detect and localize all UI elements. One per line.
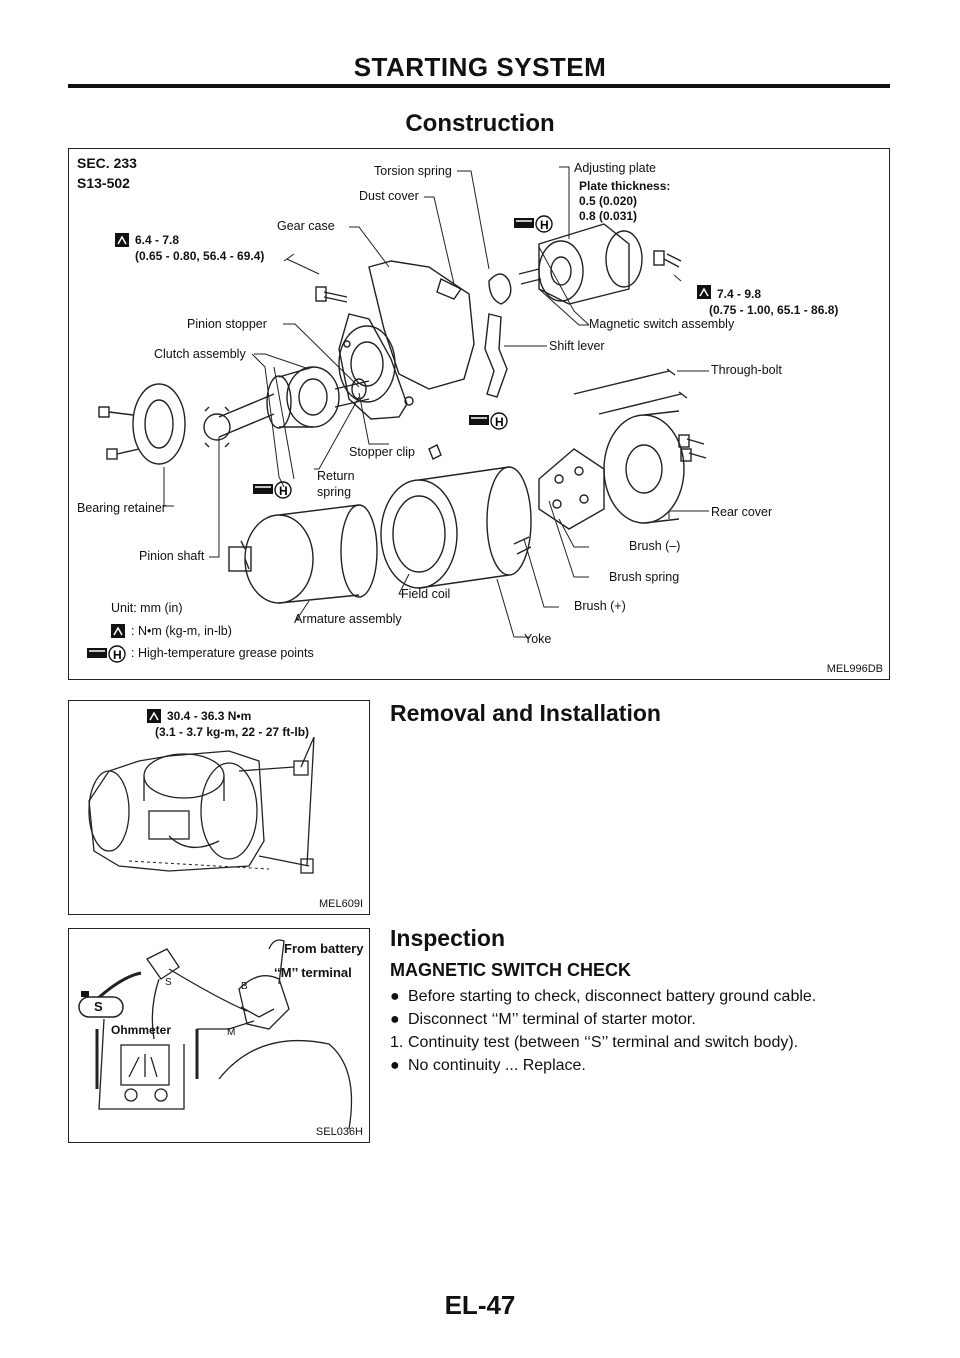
label-ohmmeter: Ohmmeter [111,1023,172,1037]
label-return-spring-line1: Return [317,469,355,483]
removal-figure: 30.4 - 36.3 N•m (3.1 - 3.7 kg-m, 22 - 27… [68,700,370,915]
grease-point-icon: H [514,215,554,233]
label-brush-minus: Brush (–) [629,539,681,553]
grease-point-icon: H [469,412,509,430]
figure-code: S13-502 [77,175,130,191]
legend-grease-icon: H [87,645,127,663]
inspection-subtitle: MAGNETIC SWITCH CHECK [390,960,631,980]
torque-value-1: 6.4 - 7.8 [135,233,180,247]
legend-grease: : High-temperature grease points [131,646,314,660]
label-b-terminal: B [241,981,248,992]
label-clutch-assembly: Clutch assembly [154,347,246,361]
svg-text:H: H [279,484,288,498]
magnetic-switch-test-drawing [78,939,353,1130]
list-item: ● Disconnect ‘‘M’’ terminal of starter m… [390,1008,910,1031]
label-magnetic-switch: Magnetic switch assembly [589,317,735,331]
gear-case-shape [338,313,408,420]
legend-unit: Unit: mm (in) [111,601,183,615]
label-bearing-retainer: Bearing retainer [77,501,166,515]
plate-thickness-value-1: 0.5 (0.020) [579,194,638,208]
svg-text:H: H [495,415,504,429]
page-header-title: STARTING SYSTEM [353,52,607,82]
label-m-terminal: ‘‘M’’ terminal [274,965,352,980]
legend-torque: : N•m (kg-m, in-lb) [131,624,232,638]
removal-title: Removal and Installation [390,700,661,726]
starter-exploded-drawing [98,166,709,638]
label-m-small: M [227,1027,236,1038]
torque-conversion-2: (0.75 - 1.00, 65.1 - 86.8) [709,303,839,317]
label-rear-cover: Rear cover [711,505,773,519]
label-pinion-stopper: Pinion stopper [187,317,267,331]
starter-installed-drawing [88,736,315,874]
plate-thickness-title: Plate thickness: [579,179,671,193]
torque-conversion-1: (0.65 - 0.80, 56.4 - 69.4) [135,249,265,263]
label-brush-spring: Brush spring [609,570,680,584]
label-gear-case: Gear case [277,219,335,233]
plate-thickness-value-2: 0.8 (0.031) [579,209,638,223]
list-marker: ● [390,988,400,1005]
removal-torque-value: 30.4 - 36.3 N•m [167,709,252,723]
list-marker: ● [390,1011,400,1028]
label-yoke: Yoke [524,632,552,646]
section-number: SEC. 233 [77,155,137,171]
label-s-terminal-box: S [94,999,103,1014]
list-item-text: Disconnect ‘‘M’’ terminal of starter mot… [408,1011,696,1028]
page-number: EL-47 [444,1290,516,1320]
list-marker: 1. [390,1034,404,1051]
label-brush-plus: Brush (+) [574,599,626,613]
inspection-figure: From battery ‘‘M’’ terminal S S B M Ohmm… [68,928,370,1143]
header-rule [68,84,890,88]
label-return-spring-line2: spring [317,485,352,499]
figure-id: MEL609I [318,898,363,910]
list-item-text: Before starting to check, disconnect bat… [408,988,817,1005]
label-pinion-shaft: Pinion shaft [139,549,205,563]
label-through-bolt: Through-bolt [711,363,782,377]
list-item: ● Before starting to check, disconnect b… [390,985,910,1008]
label-shift-lever: Shift lever [549,339,605,353]
label-stopper-clip: Stopper clip [349,445,416,459]
list-item-text: No continuity ... Replace. [408,1057,586,1074]
label-s-wire: S [165,977,172,988]
list-item: 1. Continuity test (between ‘‘S’’ termin… [390,1031,910,1054]
label-adjusting-plate: Adjusting plate [574,161,657,175]
torque-value-2: 7.4 - 9.8 [717,287,762,301]
label-armature-assembly: Armature assembly [294,612,402,626]
list-item: ● No continuity ... Replace. [390,1054,910,1077]
list-item-text: Continuity test (between ‘‘S’’ terminal … [408,1034,799,1051]
label-dust-cover: Dust cover [359,189,419,203]
grease-point-icon: H [253,481,293,499]
label-field-coil: Field coil [401,587,451,601]
construction-figure: SEC. 233 S13-502 Torsion spring Adjustin… [68,148,890,680]
inspection-title: Inspection [390,925,506,951]
figure-id: MEL996DB [826,663,883,675]
label-from-battery: From battery [284,941,364,956]
svg-text:H: H [540,218,549,232]
inspection-list: ● Before starting to check, disconnect b… [390,985,910,1077]
construction-title: Construction [405,110,555,137]
list-marker: ● [390,1057,400,1074]
removal-torque-conversion: (3.1 - 3.7 kg-m, 22 - 27 ft-lb) [155,725,310,739]
figure-id: SEL036H [315,1126,363,1138]
label-torsion-spring: Torsion spring [374,164,452,178]
svg-text:H: H [113,648,122,662]
